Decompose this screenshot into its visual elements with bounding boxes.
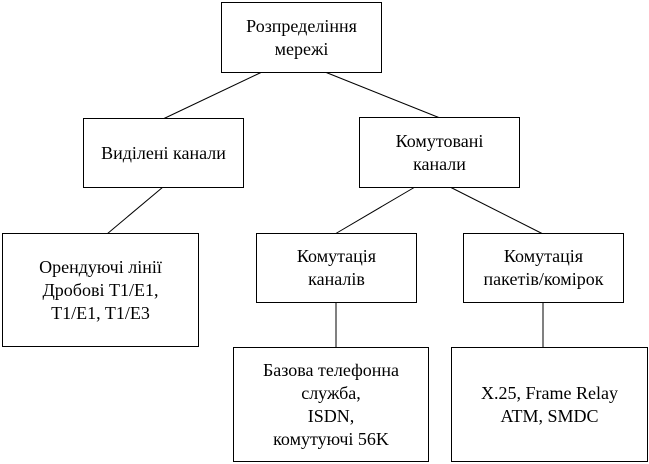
node-line: Орендуючі лінії (39, 256, 162, 277)
node-line: Виділені канали (101, 142, 226, 163)
node-line: ATM, SMDC (500, 405, 599, 426)
edge-root-switched (324, 71, 441, 119)
node-leased-lines: Орендуючі лінії Дробові T1/E1, T1/E1, T1… (2, 233, 199, 347)
node-telephone-service: Базова телефонна служба, ISDN, комутуючі… (233, 347, 429, 462)
node-circuit-switching: Комутація каналів (256, 233, 417, 303)
node-switched-channels: Комутовані канали (359, 117, 520, 188)
node-line: ISDN, (307, 405, 355, 426)
node-line: Комутація (296, 246, 377, 266)
node-line: Базова телефонна (262, 359, 400, 380)
edge-switched-packet (449, 186, 544, 235)
node-line: Комутовані (395, 130, 484, 151)
node-network-distribution: Розпредеління мережі (221, 2, 382, 73)
node-line: комутуючі 56K (273, 428, 389, 449)
edge-dedicated-leased (106, 186, 164, 235)
node-line: Дробові T1/E1, (42, 279, 159, 300)
node-dedicated-channels: Виділені канали (83, 118, 244, 188)
node-line: T1/E1, T1/E3 (51, 302, 150, 323)
edge-root-dedicated (162, 71, 263, 120)
node-line: канали (413, 153, 466, 174)
node-line: пакетів/комірок (483, 269, 604, 289)
node-line: Комутація (503, 246, 584, 266)
edge-switched-circuit (334, 186, 416, 235)
node-packet-cell-switching: Комутація пакетів/комірок (463, 233, 624, 303)
node-line: X.25, Frame Relay (481, 382, 618, 403)
node-x25-frame-relay: X.25, Frame Relay ATM, SMDC (451, 347, 648, 462)
node-line: мережі (274, 38, 329, 59)
node-line: служба, (301, 382, 361, 403)
node-line: каналів (308, 269, 365, 289)
node-line: Розпредеління (246, 15, 357, 36)
